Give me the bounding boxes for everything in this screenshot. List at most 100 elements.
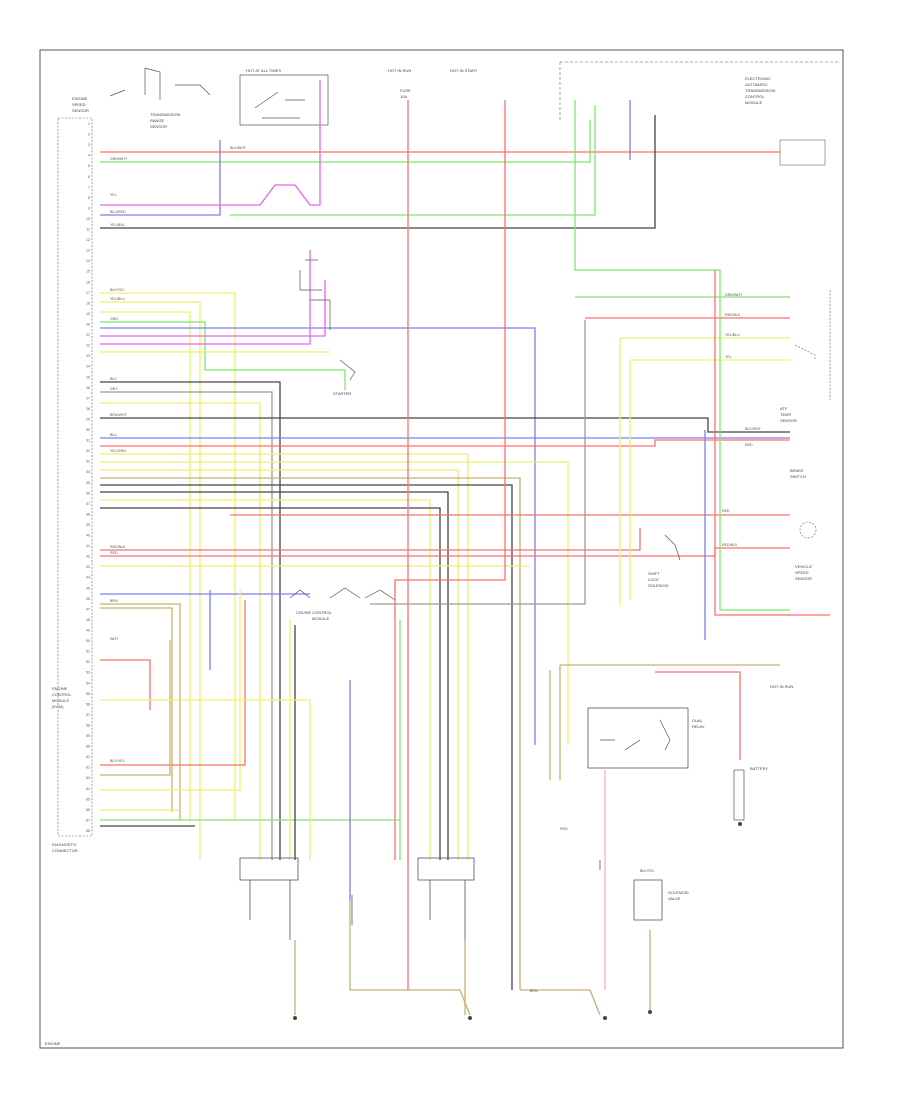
wire-tan xyxy=(520,989,601,1016)
wire-red xyxy=(100,600,246,766)
wire-magenta xyxy=(100,80,321,206)
trs-label: SENSOR xyxy=(150,124,167,129)
wire-label: WHT xyxy=(110,637,119,641)
harness-wires xyxy=(100,80,830,1016)
ecm-pin-number: 23 xyxy=(86,354,90,358)
vss-label: SPEED xyxy=(795,570,809,575)
ecm-pin-number: 9 xyxy=(88,206,90,210)
tcm-box xyxy=(559,61,840,120)
wire-yellow xyxy=(100,301,201,860)
ecm-pin-number: 25 xyxy=(86,375,90,379)
ground-icon xyxy=(293,1016,297,1020)
wire-label: RED/BLK xyxy=(725,313,741,317)
ecm-pin-number: 20 xyxy=(86,323,90,327)
ecm-pin-number: 24 xyxy=(86,365,90,369)
wire-grey xyxy=(100,391,273,860)
tcm-label: MODULE xyxy=(745,100,762,105)
relay-label: RELAY xyxy=(692,724,705,729)
wire-yellow xyxy=(100,292,236,820)
wire-magenta xyxy=(100,250,311,345)
solenoid-valve-box xyxy=(633,879,663,921)
solenoid-label: VALVE xyxy=(668,896,681,901)
cruise-label: CRUISE CONTROL xyxy=(296,610,333,615)
ecm-pin-number: 65 xyxy=(86,797,90,801)
wire-label: BLU/YEL xyxy=(110,759,125,763)
engine-speed-sensor-label: SPEED xyxy=(72,102,86,107)
shift-lock-label: SOLENOID xyxy=(648,583,669,588)
wire-label: BLK/WHT xyxy=(745,427,762,431)
wire-blue xyxy=(100,140,221,216)
shift-lock-solenoid xyxy=(664,534,681,561)
ecm-pin-number: 52 xyxy=(86,660,90,664)
wire-yellow xyxy=(619,337,790,605)
dual-relay-box xyxy=(587,707,689,769)
wire-label: BLK/YEL xyxy=(640,869,655,873)
ecm-pin-number: 32 xyxy=(86,449,90,453)
starter-label: STARTER xyxy=(333,391,351,396)
ecm-pin-number: 27 xyxy=(86,396,90,400)
fuse-label: 10A xyxy=(400,94,407,99)
ecm-pin-number: 44 xyxy=(86,576,90,580)
ecm-pin-number: 5 xyxy=(88,164,90,168)
ecm-pin-number: 18 xyxy=(86,301,90,305)
wire-magenta xyxy=(100,280,326,337)
wire-yellow xyxy=(100,469,459,860)
wire-yellow xyxy=(100,453,469,860)
wire-label: BLK/YEL xyxy=(110,288,125,292)
wire-black xyxy=(100,484,513,990)
wire-red xyxy=(100,528,641,551)
ground-icon xyxy=(648,1010,652,1014)
ecm-pin-number: 31 xyxy=(86,439,90,443)
wire-label: RED xyxy=(560,827,568,831)
wire-black xyxy=(100,381,281,860)
ecm-pin-number: 47 xyxy=(86,607,90,611)
ecm-pin-number: 68 xyxy=(86,829,90,833)
ignition-switch-box xyxy=(239,74,329,126)
tcm-connector xyxy=(779,139,826,166)
connector-box xyxy=(239,857,299,881)
wire-label: RED/BLK xyxy=(110,545,126,549)
footer-label: ENGINE xyxy=(45,1041,61,1046)
ecm-pin-number: 33 xyxy=(86,460,90,464)
ecm-pin-number: 11 xyxy=(86,228,90,232)
wire-label: RED xyxy=(745,443,753,447)
wire-blue xyxy=(100,327,536,745)
ecm-pin-number: 54 xyxy=(86,681,90,685)
wire-label: RED xyxy=(722,509,730,513)
battery-symbol xyxy=(733,769,745,821)
ecm-pin-number: 19 xyxy=(86,312,90,316)
hot-label: HOT IN START xyxy=(450,68,478,73)
relay-label: DUAL xyxy=(692,718,703,723)
wire-label: BRN xyxy=(530,989,538,993)
hot-label: HOT IN RUN xyxy=(388,68,411,73)
ecm-pin-number: 4 xyxy=(88,154,90,158)
wire-yellow xyxy=(100,590,241,791)
ecm-label: ENGINE xyxy=(52,686,68,691)
ignition-switch-contacts xyxy=(254,91,305,119)
ecm-pin-number: 46 xyxy=(86,597,90,601)
wire-red xyxy=(655,671,741,760)
battery-label: BATTERY xyxy=(750,766,768,771)
diagnostic-connector-label: CONNECTOR xyxy=(52,848,78,853)
wire-red xyxy=(100,439,790,447)
ecm-pin-number: 59 xyxy=(86,734,90,738)
tcm-label: CONTROL xyxy=(745,94,765,99)
ecm-pin-number: 38 xyxy=(86,512,90,516)
sensor-switch-symbol xyxy=(109,67,211,100)
ecm-pin-number: 29 xyxy=(86,418,90,422)
wire-tan xyxy=(559,664,780,780)
wire-label: BRN/WHT xyxy=(110,413,128,417)
wire-label: BRN xyxy=(110,599,118,603)
ecm-pin-number: 45 xyxy=(86,586,90,590)
ecm-pin-number: 21 xyxy=(86,333,90,337)
ecm-pin-number: 53 xyxy=(86,671,90,675)
ecm-pin-number: 3 xyxy=(88,143,90,147)
wire-red xyxy=(100,659,151,710)
connector-box xyxy=(417,857,475,881)
ecm-pin-number: 62 xyxy=(86,766,90,770)
ecm-pin-number: 8 xyxy=(88,196,90,200)
wire-green xyxy=(230,105,596,216)
ecm-pin-number: 22 xyxy=(86,344,90,348)
wire-black xyxy=(370,320,586,605)
wire-tan xyxy=(100,640,171,776)
